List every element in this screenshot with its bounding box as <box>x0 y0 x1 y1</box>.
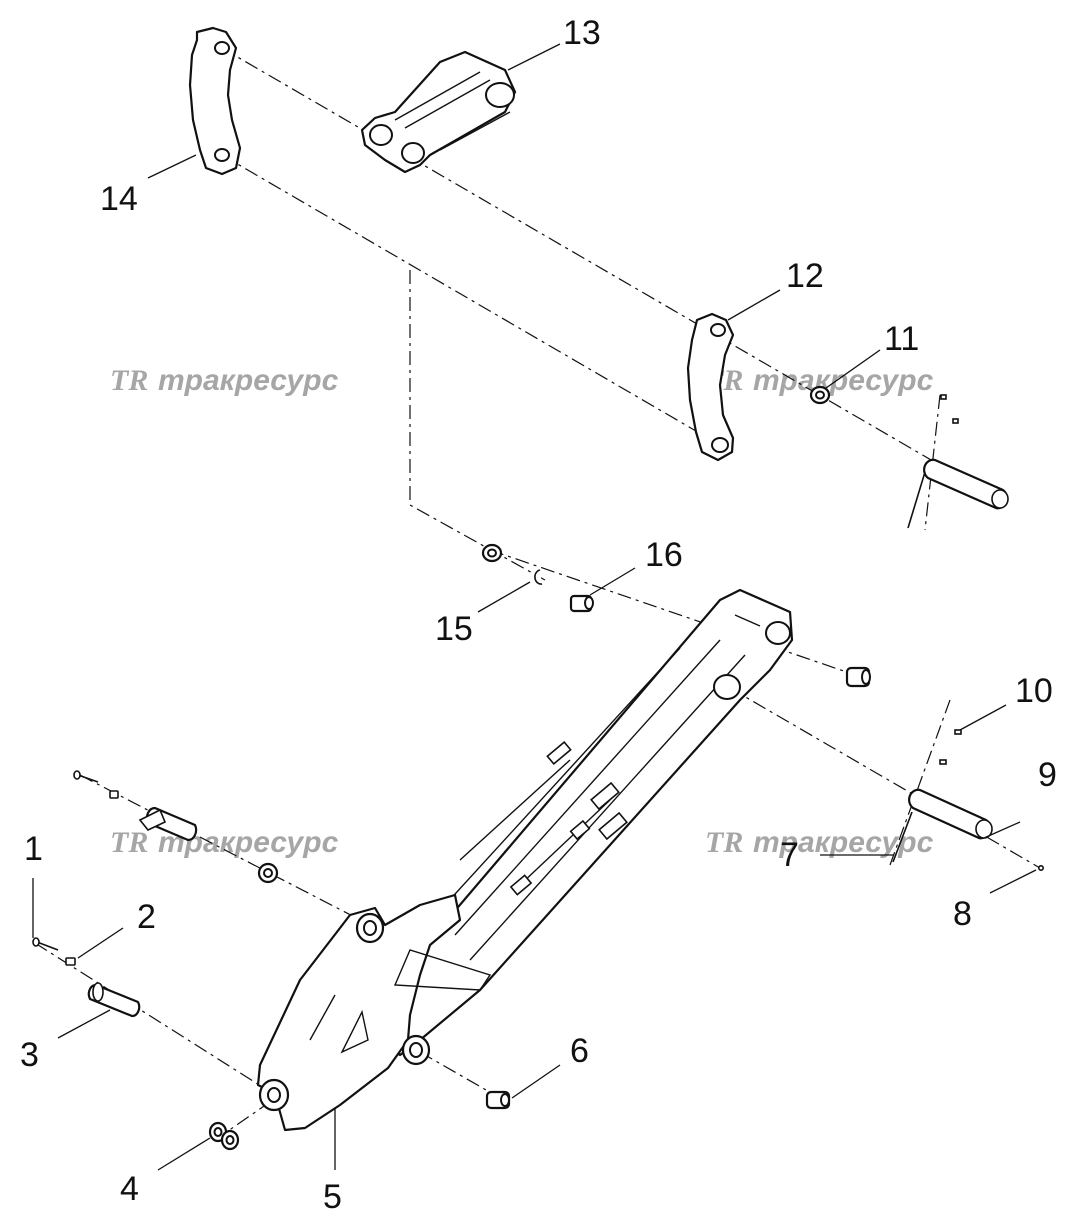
callout-1: 1 <box>24 830 43 868</box>
link-plate-12 <box>686 312 735 462</box>
bushing-16 <box>569 594 594 613</box>
watermark: TR тракресурс <box>110 364 339 397</box>
h-link-13 <box>360 50 517 174</box>
retainers-10 <box>939 729 962 765</box>
callout-11: 11 <box>884 320 919 358</box>
callout-10: 10 <box>1015 672 1053 710</box>
watermark: TR тракресурс <box>110 826 339 859</box>
nut-8 <box>1038 864 1045 871</box>
upper-left-pin <box>73 770 279 884</box>
grease-lines <box>459 740 628 896</box>
leader-lines <box>32 43 1037 1171</box>
callout-5: 5 <box>323 1178 342 1216</box>
watermark: TR тракресурс <box>705 364 934 397</box>
upper-pin <box>907 394 1009 529</box>
watermark-logo: TR <box>705 826 743 859</box>
boom-5 <box>256 588 794 1132</box>
washer-11 <box>809 385 831 405</box>
bushing-upper-right <box>845 666 871 688</box>
bushing-6 <box>485 1090 511 1110</box>
watermark-logo: TR <box>110 364 148 397</box>
callout-6: 6 <box>570 1032 589 1070</box>
pin-9 <box>908 788 993 840</box>
pin-3 <box>87 982 141 1018</box>
callout-3: 3 <box>20 1036 39 1074</box>
callout-14: 14 <box>100 180 138 218</box>
callout-13: 13 <box>563 14 601 52</box>
callout-7: 7 <box>780 836 799 874</box>
link-plate-14 <box>188 26 242 176</box>
callout-12: 12 <box>786 257 824 295</box>
callout-15: 15 <box>435 610 473 648</box>
bolt-7 <box>892 811 913 863</box>
washer-15a <box>481 543 503 563</box>
callout-16: 16 <box>645 536 683 574</box>
watermark-logo: TR <box>110 826 148 859</box>
retainer-2 <box>65 957 76 966</box>
callout-4: 4 <box>120 1170 139 1208</box>
watermark: TR тракресурс <box>705 826 934 859</box>
callout-2: 2 <box>137 898 156 936</box>
callout-9: 9 <box>1038 756 1057 794</box>
callout-8: 8 <box>953 895 972 933</box>
watermark-text: тракресурс <box>753 364 934 397</box>
watermark-text: тракресурс <box>753 826 934 859</box>
washers-4 <box>208 1121 240 1151</box>
snap-ring-15 <box>534 569 543 585</box>
callout-labels: 1 2 3 4 5 6 7 8 9 10 11 12 13 14 15 16 <box>20 14 1057 1216</box>
watermark-text: тракресурс <box>158 364 339 397</box>
assembly-lines <box>34 47 1041 1141</box>
bolt-1 <box>32 937 59 951</box>
